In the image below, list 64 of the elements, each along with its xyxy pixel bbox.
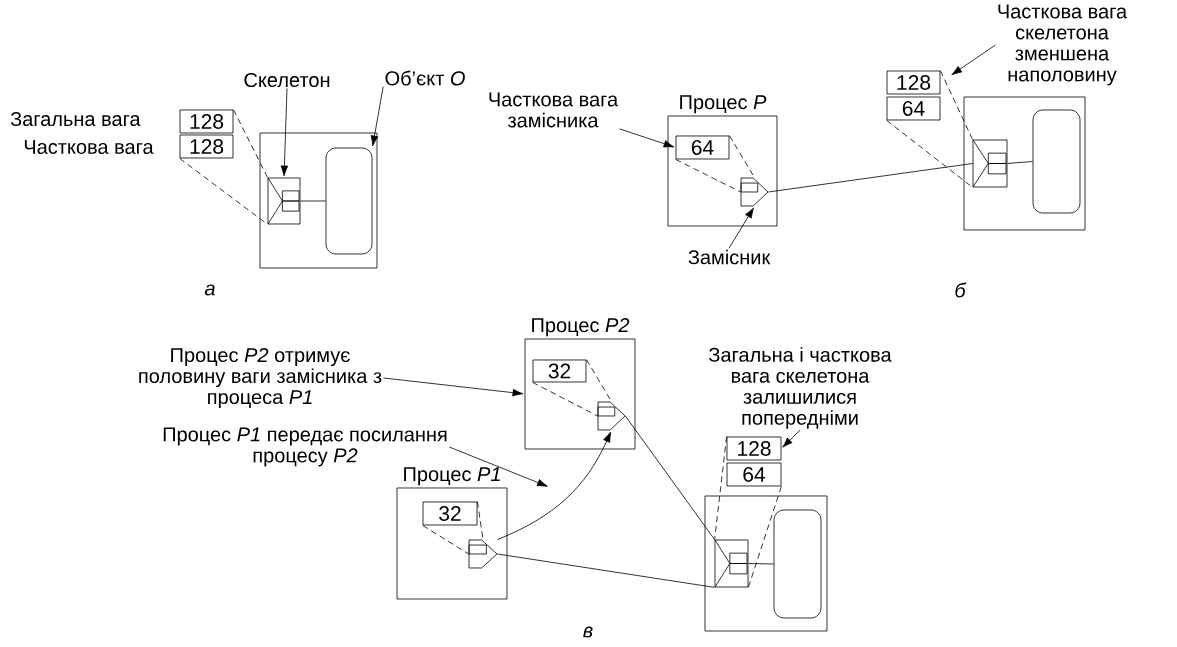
object-box [259, 132, 378, 269]
dashed-line [714, 436, 727, 540]
callout-text: Об’єкт O [385, 70, 465, 86]
weight-box: 64 [726, 462, 782, 487]
dashed-line [586, 359, 612, 402]
node-label: Процес P [680, 95, 767, 114]
weight-label: Часткова вага [24, 140, 154, 154]
connector-line [1007, 161, 1033, 164]
dashed-line [233, 109, 268, 178]
panel-label: а [204, 284, 215, 296]
dashed-line [729, 135, 755, 178]
weight-box: 32 [422, 501, 478, 526]
skeleton-symbol [714, 539, 749, 588]
dashed-line [748, 486, 782, 588]
connector-line [625, 415, 715, 540]
leader-arrow [383, 377, 524, 397]
panel-label: б [955, 282, 967, 298]
callout-text: Процес P1 передає посилання процесу P2 [163, 427, 447, 467]
dashed-line [675, 159, 741, 193]
weight-box: 64 [675, 135, 730, 160]
rounded-box [1032, 109, 1081, 214]
weight-box: 64 [886, 96, 941, 121]
proxy-symbol [597, 401, 626, 431]
callout-text: Часткова вага скелетона зменшена наполовину [998, 4, 1128, 86]
weight-box: 128 [726, 436, 782, 461]
weight-box: 32 [532, 359, 587, 383]
weight-box: 128 [179, 134, 234, 159]
dashed-line [532, 382, 598, 417]
leader-arrow [951, 44, 996, 76]
skeleton-symbol [972, 139, 1008, 188]
object-box [963, 96, 1086, 231]
curved-arrow [497, 431, 612, 540]
panel-label: в [583, 626, 593, 638]
leader-arrow [782, 429, 801, 448]
dashed-line [422, 525, 469, 555]
skeleton-symbol [267, 177, 301, 225]
rounded-box [325, 147, 373, 255]
callout-text: Замісник [688, 249, 771, 265]
connector-line [300, 200, 326, 202]
dashed-line [477, 501, 484, 540]
leader-arrow [370, 86, 384, 147]
weight-label: Загальна вага [10, 111, 141, 127]
leader-arrow [280, 88, 289, 177]
weight-box: 128 [886, 70, 941, 95]
proxy-symbol [468, 539, 498, 569]
leader-arrow [728, 207, 754, 249]
callout-text: Процес P2 отримує половину ваги замісника з процеса P1 [139, 347, 382, 409]
leader-arrow [448, 446, 548, 487]
object-box [704, 495, 828, 632]
rounded-box [773, 509, 822, 619]
dashed-line [179, 158, 268, 225]
connector-line [768, 163, 973, 193]
dashed-line [886, 120, 973, 188]
proxy-symbol [740, 177, 769, 207]
leader-arrow [619, 128, 675, 148]
callout-text: Скелетон [244, 72, 330, 88]
dashed-line [940, 70, 973, 140]
connector-line [497, 553, 715, 588]
node-label: Процес P2 [532, 318, 630, 337]
callout-text: Часткова вага замісника [489, 92, 619, 128]
connector-line [748, 563, 774, 565]
node-label: Процес P1 [404, 467, 500, 486]
weight-box: 128 [179, 109, 234, 134]
callout-text: Загальна і часткова вага скелетона залишилися попередніми [709, 347, 892, 429]
